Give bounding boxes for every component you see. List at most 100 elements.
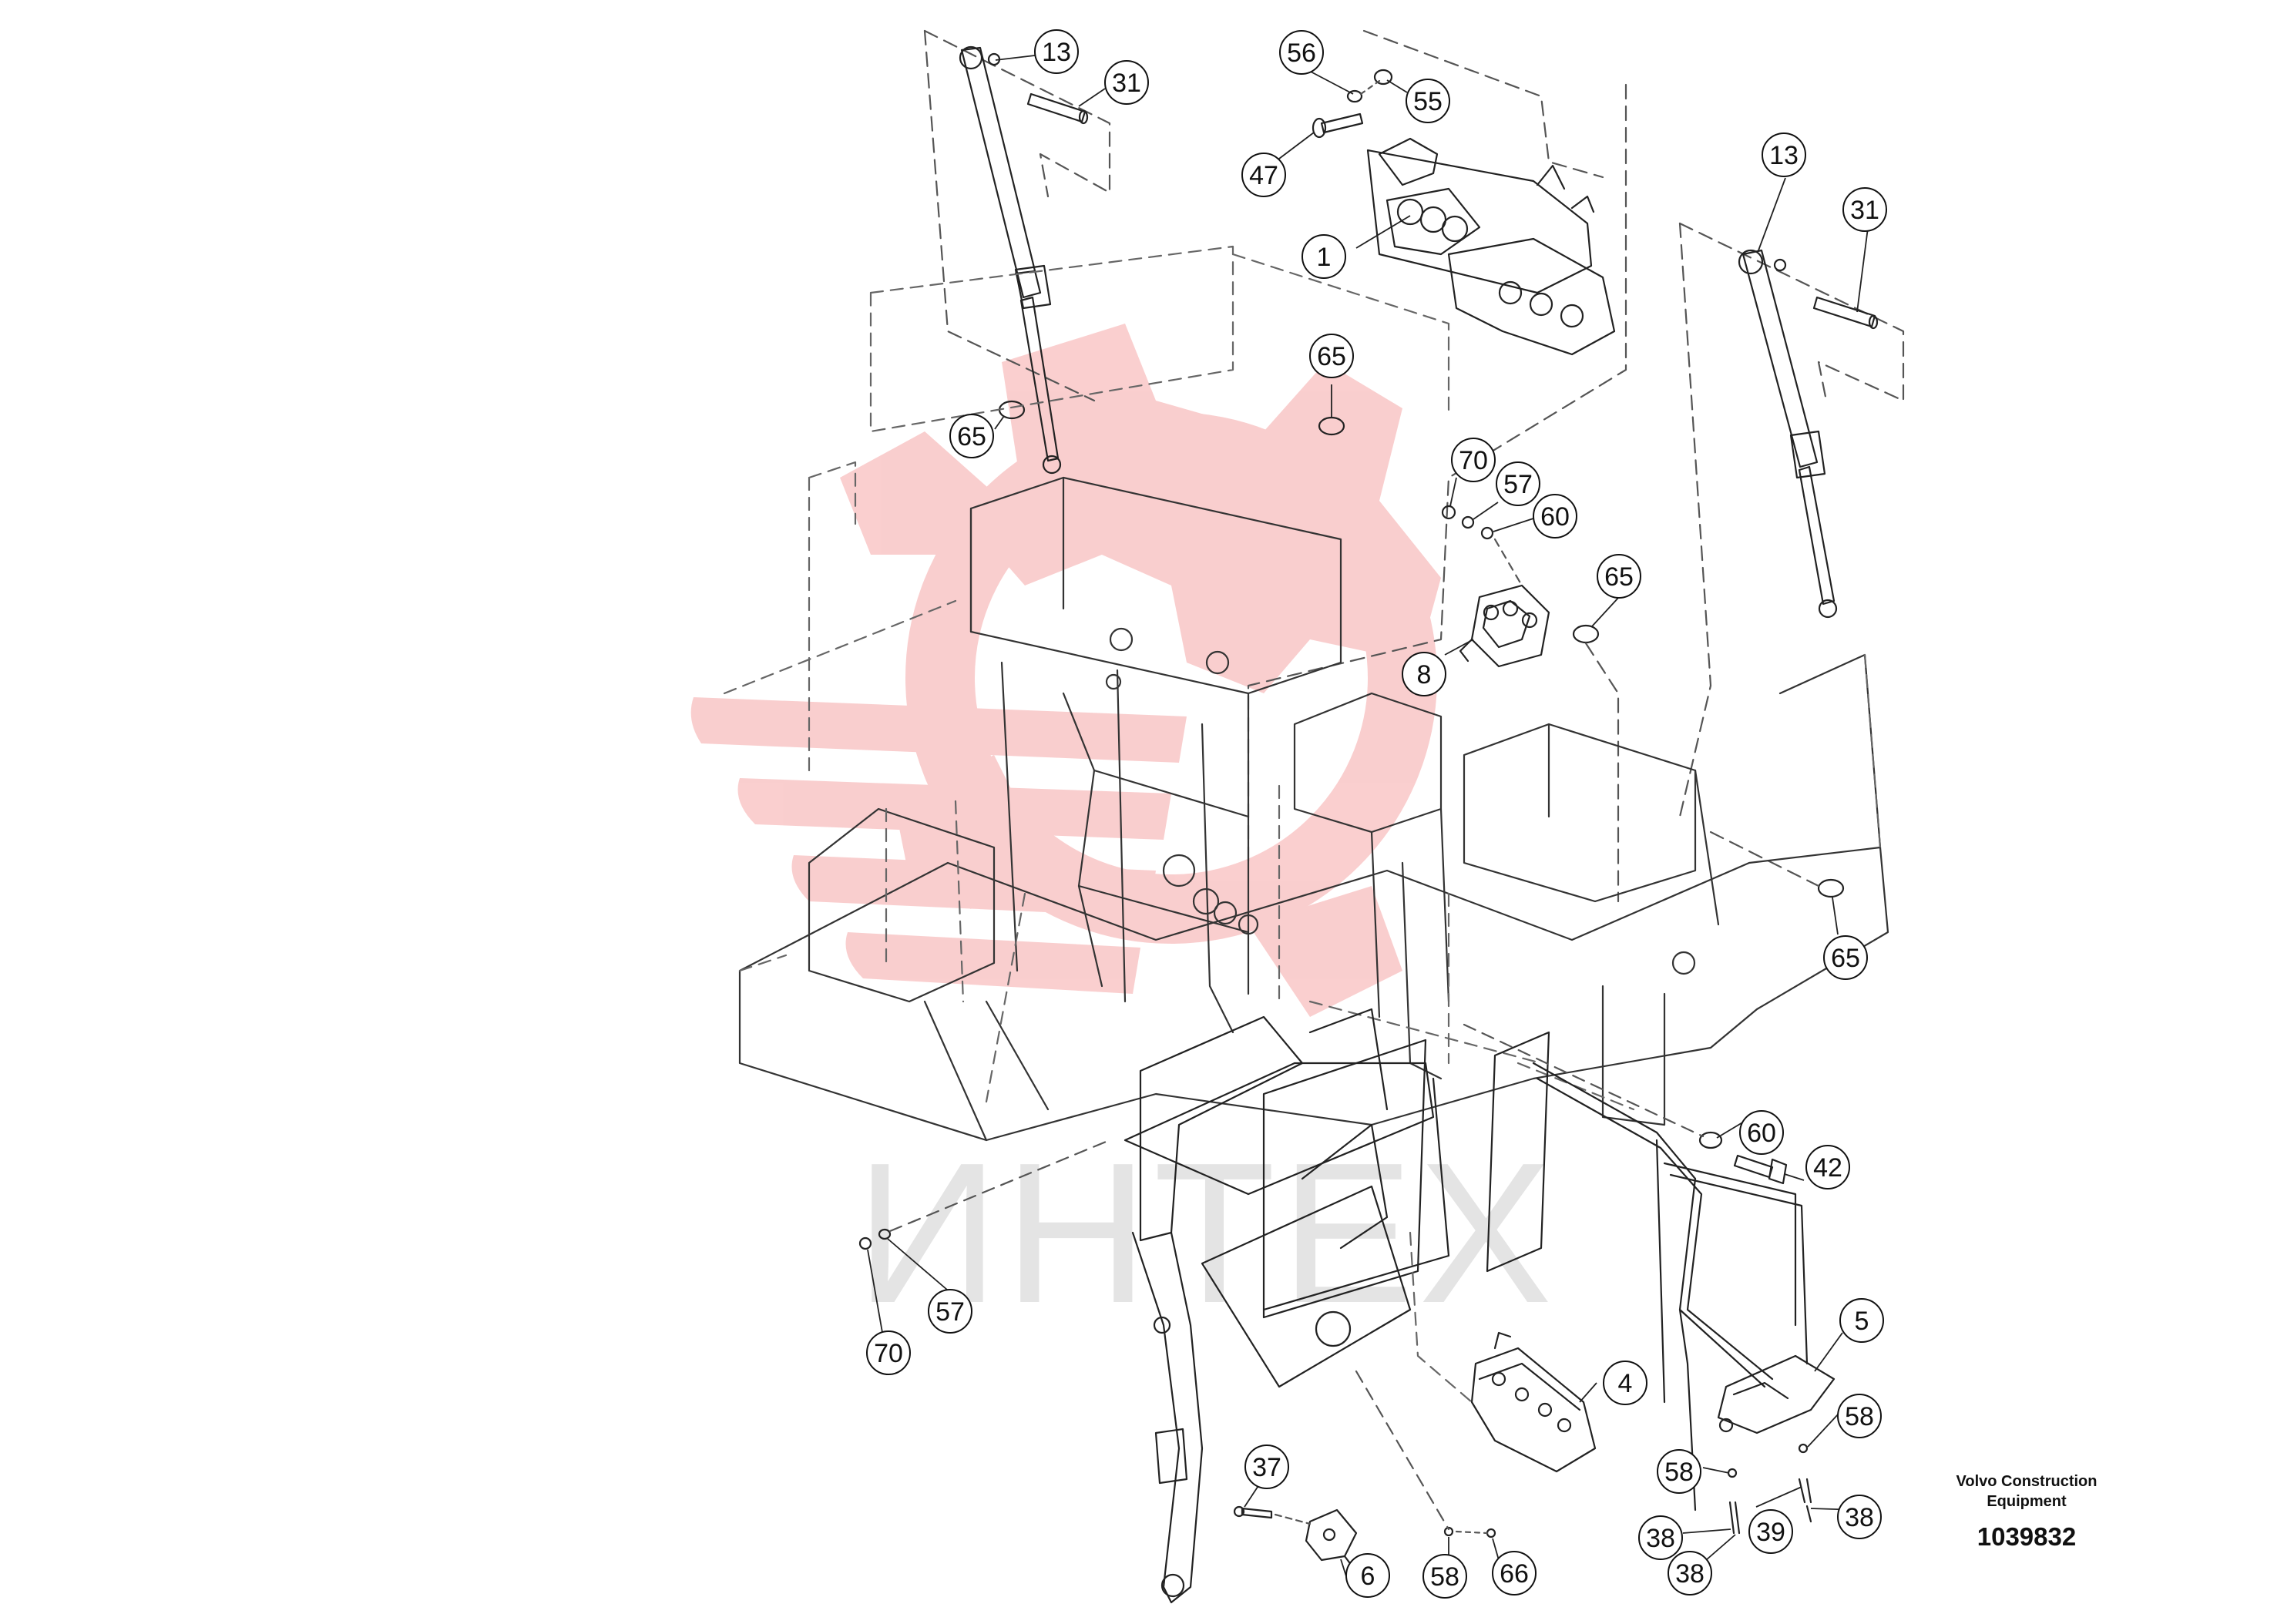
callout-circle [1422, 1554, 1467, 1599]
callout-circle [1839, 1298, 1884, 1343]
callout-label: 66 [1500, 1559, 1529, 1589]
bolt-42 [1733, 1154, 1788, 1185]
callout-58-c58a: 58 [1837, 1394, 1882, 1438]
callout-label: 13 [1042, 38, 1071, 67]
callout-31-c31b: 31 [1842, 187, 1887, 232]
callout-circle [1496, 461, 1540, 506]
pin-31-left [1026, 92, 1089, 125]
bolt-47 [1312, 112, 1364, 139]
callout-13-c13b: 13 [1762, 133, 1806, 177]
callout-label: 70 [874, 1339, 903, 1368]
callout-label: 65 [1604, 562, 1634, 592]
callout-47-c47: 47 [1241, 153, 1286, 197]
callout-circle [1345, 1553, 1390, 1598]
brand-block: Volvo Construction Equipment 1039832 [1880, 1471, 2173, 1552]
brand-company-line1: Volvo Construction [1956, 1473, 2098, 1490]
callout-label: 56 [1287, 39, 1316, 68]
drawing-number: 1039832 [1977, 1522, 2077, 1551]
callout-label: 13 [1769, 141, 1799, 170]
callout-13-c13a: 13 [1034, 29, 1079, 74]
nut-13-right [1773, 258, 1787, 272]
callout-1-c1: 1 [1302, 234, 1346, 279]
callout-5-c5: 5 [1839, 1298, 1884, 1343]
callout-circle [1762, 133, 1806, 177]
washer-60-top [1480, 526, 1494, 540]
callout-60-c60a: 60 [1533, 494, 1577, 539]
callout-57-c57a: 57 [1496, 461, 1540, 506]
callout-circle [949, 414, 994, 458]
callout-label: 58 [1664, 1458, 1694, 1487]
callout-circle [1241, 153, 1286, 197]
washer-57-top [1461, 515, 1475, 529]
callout-label: 31 [1850, 196, 1879, 225]
callout-label: 65 [957, 422, 986, 451]
valve-8 [1459, 584, 1550, 668]
callout-circle [1533, 494, 1577, 539]
callout-38-c38b: 38 [1837, 1495, 1882, 1539]
bolt-37 [1233, 1505, 1273, 1519]
part-6 [1305, 1508, 1358, 1573]
callout-label: 60 [1747, 1119, 1776, 1148]
callout-label: 1 [1317, 243, 1332, 272]
callout-label: 38 [1646, 1524, 1675, 1553]
nut-70-top [1441, 505, 1456, 520]
callout-70-c70b: 70 [866, 1330, 911, 1375]
clamp-58-mid [1727, 1468, 1738, 1478]
callout-circle [1402, 652, 1446, 696]
callout-65-c65c: 65 [1597, 554, 1641, 599]
callout-31-c31a: 31 [1104, 60, 1149, 105]
callout-38-c38c: 38 [1668, 1551, 1712, 1595]
callout-label: 47 [1249, 161, 1278, 190]
washer-60-bottom [1698, 1131, 1723, 1149]
callout-65-c65a: 65 [949, 414, 994, 458]
callout-label: 42 [1813, 1153, 1842, 1183]
callout-circle [1638, 1515, 1683, 1560]
oring-65-c [1572, 624, 1600, 644]
valve-4 [1409, 1231, 1597, 1473]
callout-70-c70a: 70 [1451, 438, 1496, 482]
hydraulic-cylinder-right [1678, 222, 1905, 818]
callout-label: 65 [1831, 944, 1860, 973]
callout-60-c60b: 60 [1739, 1110, 1784, 1155]
callout-label: 39 [1756, 1518, 1785, 1547]
watermark-logo [690, 324, 1441, 1017]
mounting-plate [1123, 1038, 1450, 1388]
callout-label: 4 [1618, 1369, 1633, 1398]
lower-left-arm [1131, 1008, 1389, 1604]
callout-circle [866, 1330, 911, 1375]
brand-company-line2: Equipment [1987, 1493, 2067, 1510]
fitting-38-b [1805, 1505, 1812, 1523]
callout-label: 57 [1503, 470, 1533, 499]
callout-circle [1823, 935, 1868, 980]
callout-56-c56: 56 [1279, 30, 1324, 75]
callout-66-c66: 66 [1492, 1551, 1537, 1595]
callout-label: 38 [1675, 1559, 1705, 1589]
callout-circle [1739, 1110, 1784, 1155]
callout-circle [1406, 79, 1450, 123]
callout-label: 70 [1459, 446, 1488, 475]
callout-circle [1837, 1394, 1882, 1438]
frame-phantom-lines [723, 245, 1882, 1111]
bracket-5 [1717, 1354, 1836, 1434]
callout-42-c42: 42 [1805, 1145, 1850, 1189]
clip-66 [1486, 1528, 1496, 1538]
washer-56 [1346, 89, 1363, 103]
callout-circle [1805, 1145, 1850, 1189]
callout-circle [1244, 1444, 1289, 1489]
callout-label: 6 [1361, 1562, 1375, 1591]
nut-70-bottom [858, 1236, 872, 1250]
callout-circle [1451, 438, 1496, 482]
callout-circle [928, 1289, 972, 1334]
callout-label: 8 [1417, 660, 1432, 690]
callout-label: 57 [935, 1297, 965, 1327]
callout-circle [1279, 30, 1324, 75]
washer-55 [1373, 69, 1393, 86]
callout-8-c8: 8 [1402, 652, 1446, 696]
callout-circle [1492, 1551, 1537, 1595]
callout-circle [1748, 1509, 1793, 1554]
callout-circle [1104, 60, 1149, 105]
callout-circle [1597, 554, 1641, 599]
callout-6-c6: 6 [1345, 1553, 1390, 1598]
